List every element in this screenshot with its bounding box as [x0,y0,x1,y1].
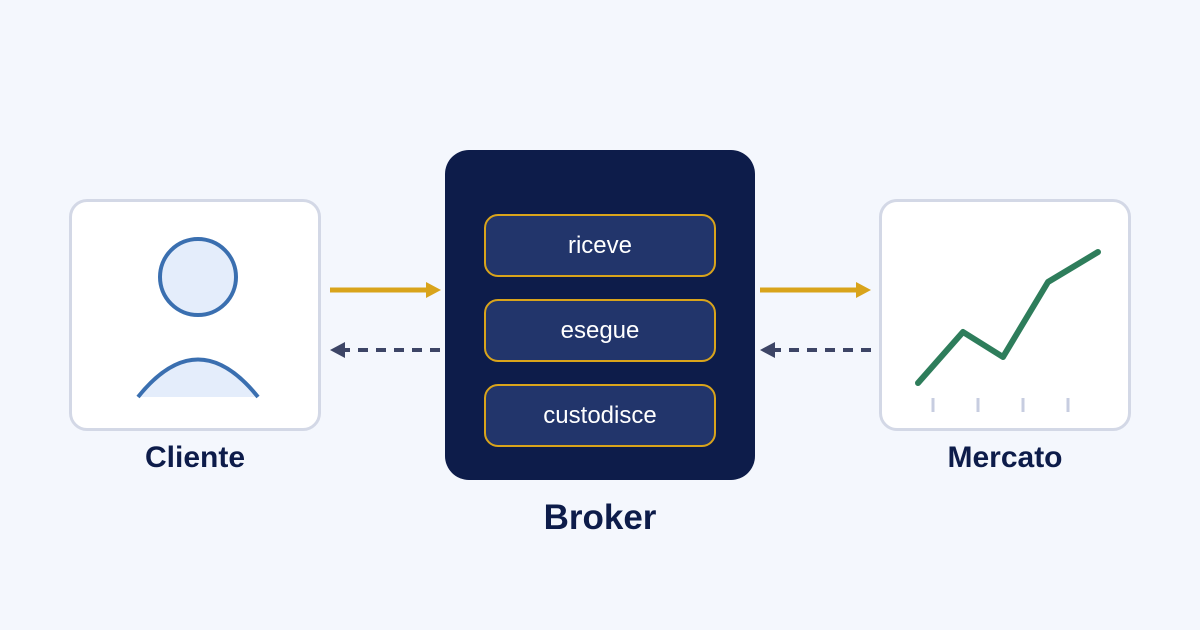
market-label: Mercato [947,441,1063,474]
arrow-client-to-broker [330,282,441,298]
arrow-broker-to-client [330,342,440,358]
broker-step-receive: riceve [484,214,716,277]
market-card [879,199,1131,431]
broker-step-custody: custodisce [484,384,716,447]
arrow-broker-to-market [760,282,871,298]
line-chart-icon [915,249,1101,412]
broker-step-execute: esegue [484,299,716,362]
client-card [69,199,321,431]
client-label: Cliente [144,441,246,474]
arrow-market-to-broker [760,342,871,358]
person-icon [136,237,260,399]
broker-box: riceve esegue custodisce [445,150,755,480]
broker-label: Broker [543,498,657,537]
